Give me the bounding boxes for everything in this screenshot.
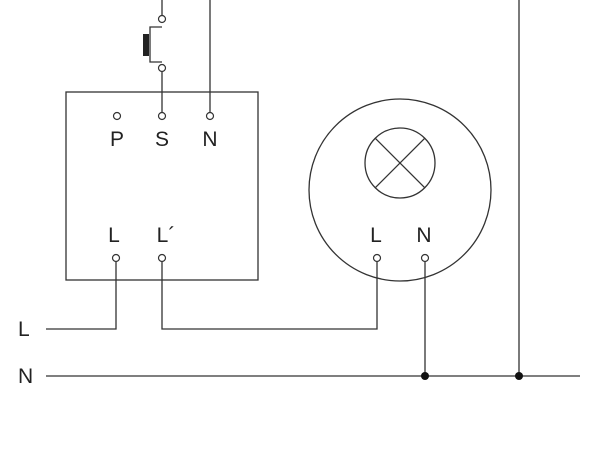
relay-module: P S N L L´ (65, 91, 259, 281)
push-button (143, 0, 167, 112)
relay-box (65, 91, 259, 281)
lamp-cross-line-2 (374, 137, 426, 189)
neutral-junction-lamp (421, 372, 429, 380)
supply-label-neutral: N (18, 365, 33, 388)
lamp-bulb-circle (364, 127, 436, 199)
supply-label-line: L (18, 318, 30, 341)
lamp-icon (364, 127, 436, 199)
relay-label-l-out: L´ (157, 224, 176, 247)
push-button-plunger (143, 34, 149, 56)
relay-label-n: N (202, 128, 217, 151)
relay-terminal-n (205, 111, 215, 121)
push-button-contact-bottom (157, 63, 167, 73)
relay-label-s: S (155, 128, 169, 151)
lamp-terminal-n (420, 253, 430, 263)
relay-label-l: L (108, 224, 120, 247)
lamp-terminal-l (372, 253, 382, 263)
lamp-housing (308, 98, 492, 282)
neutral-junction-riser (515, 372, 523, 380)
relay-terminal-l-out (157, 253, 167, 263)
relay-label-p: P (110, 128, 124, 151)
push-button-actuator (149, 26, 162, 63)
relay-terminal-p (112, 111, 122, 121)
relay-terminal-s (157, 111, 167, 121)
lamp-fixture: L N (308, 98, 492, 282)
lamp-label-n: N (416, 224, 431, 247)
supply-line-wire (46, 262, 117, 330)
switched-line-wire (161, 262, 378, 330)
relay-terminal-l (111, 253, 121, 263)
push-button-contact-top (157, 14, 167, 24)
lamp-label-l: L (370, 224, 382, 247)
